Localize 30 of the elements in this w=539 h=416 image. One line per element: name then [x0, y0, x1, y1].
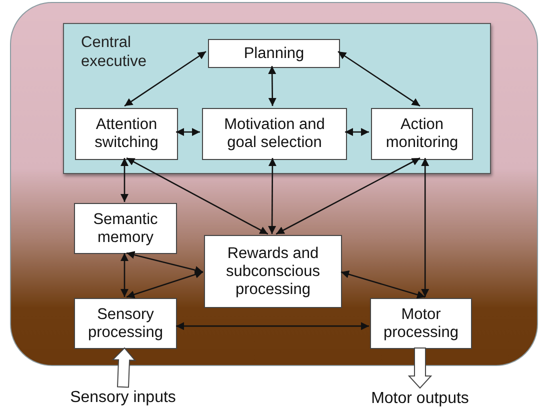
- double-arrow: [126, 270, 204, 298]
- double-arrow: [340, 270, 426, 299]
- process-box: Rewards and subconscious processing: [204, 235, 342, 308]
- io-label: Sensory inputs: [60, 387, 186, 409]
- process-box: Semantic memory: [74, 203, 177, 254]
- process-box: Action monitoring: [371, 108, 473, 160]
- group-panel: [63, 23, 491, 174]
- double-arrow: [126, 157, 268, 235]
- background-panel: [10, 2, 538, 366]
- double-arrow: [176, 128, 200, 136]
- block-arrow: [112, 347, 136, 388]
- process-box: Sensory processing: [74, 298, 177, 349]
- group-title: Central executive: [81, 33, 148, 71]
- io-label: Motor outputs: [355, 388, 485, 410]
- process-box: Planning: [208, 39, 340, 68]
- double-arrow: [176, 322, 369, 330]
- process-box: Motor processing: [370, 298, 472, 349]
- process-box: Attention switching: [75, 108, 178, 160]
- double-arrow: [268, 158, 276, 234]
- double-arrow: [120, 253, 128, 297]
- double-arrow: [276, 157, 420, 235]
- double-arrow: [126, 251, 204, 274]
- double-arrow: [421, 158, 430, 297]
- double-arrow: [345, 128, 369, 136]
- double-arrow: [120, 158, 128, 202]
- block-arrow: [408, 348, 432, 389]
- double-arrow: [268, 66, 276, 106]
- double-arrow: [338, 50, 420, 107]
- double-arrow: [124, 50, 206, 107]
- process-box: Motivation and goal selection: [202, 108, 347, 160]
